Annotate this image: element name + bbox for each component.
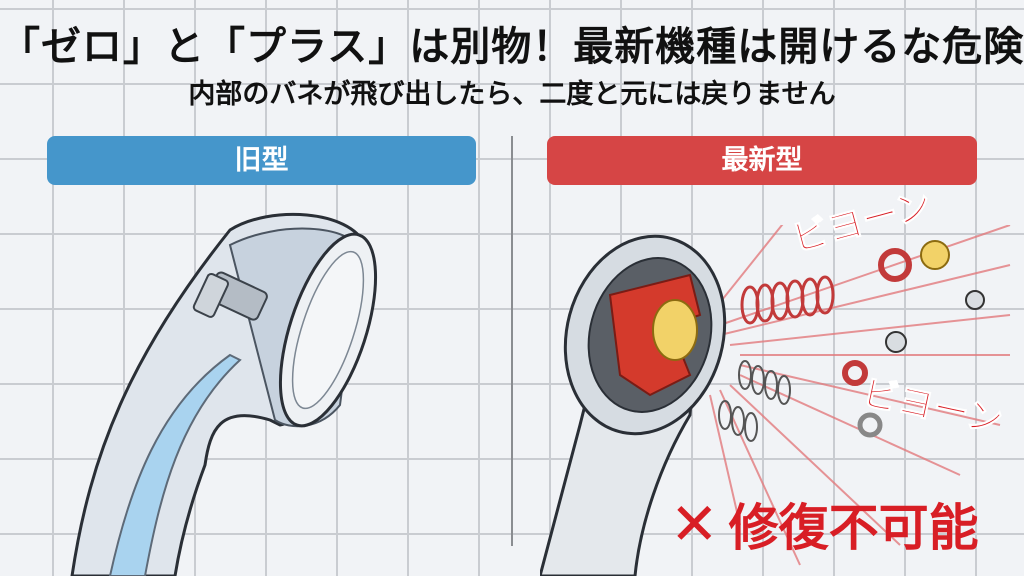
page-title: 「ゼロ」と「プラス」は別物！最新機種は開けるな危険 — [0, 24, 1024, 70]
page-subtitle: 内部のバネが飛び出したら、二度と元には戻りません — [188, 79, 836, 110]
center-divider — [511, 136, 513, 546]
unrepairable-text: 修復不可能 — [728, 499, 979, 557]
cross-icon: ✕ — [670, 490, 719, 558]
old-shower-head-illustration — [70, 212, 378, 576]
unrepairable-stamp: ✕ 修復不可能 — [670, 488, 979, 560]
new-model-header: 最新型 — [547, 136, 977, 185]
new-shower-head-illustration — [540, 225, 1011, 576]
old-model-header: 旧型 — [47, 136, 476, 185]
